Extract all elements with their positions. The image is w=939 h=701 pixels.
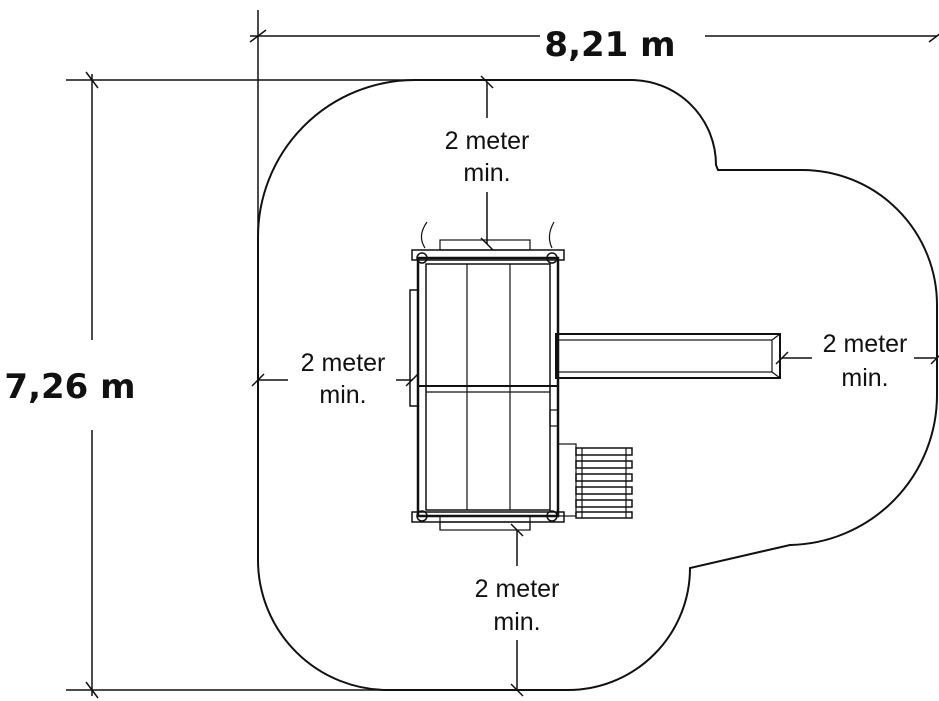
clearance-left-line2: min. [319,381,366,409]
depth-dimension: 7,26 m [4,71,420,699]
width-label: 8,21 m [544,25,675,65]
clearance-right-line1: 2 meter [823,330,908,358]
clearance-top-line2: min. [463,159,510,187]
playset-tower [409,221,565,531]
clearance-bottom: 2 meter min. [475,523,560,697]
clearance-left-line1: 2 meter [301,349,386,377]
clearance-right-line2: min. [841,364,888,392]
clearance-top-line1: 2 meter [445,127,530,155]
ladder [557,443,633,519]
clearance-bottom-line1: 2 meter [475,575,560,603]
depth-label: 7,26 m [4,367,135,407]
clearance-bottom-line2: min. [493,608,540,636]
slide [555,333,781,379]
clearance-left: 2 meter min. [251,349,419,409]
clearance-right: 2 meter min. [775,330,939,392]
width-dimension: 8,21 m [249,10,939,240]
clearance-top: 2 meter min. [445,75,530,251]
